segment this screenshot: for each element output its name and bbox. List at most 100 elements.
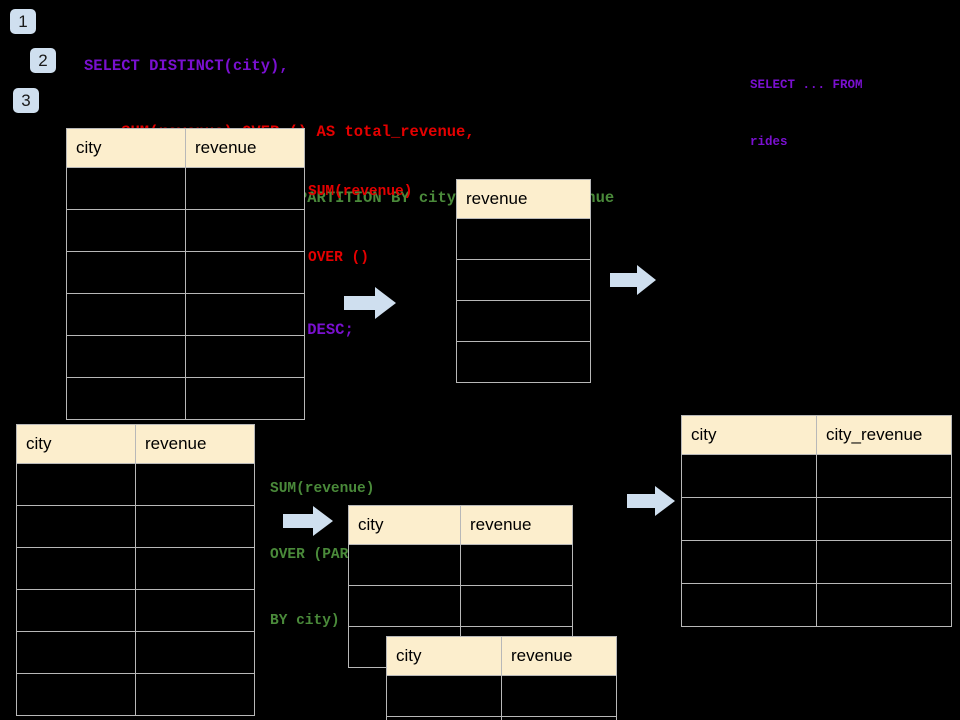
table-header-row: city city_revenue [681, 415, 952, 455]
table-cell [460, 585, 573, 627]
table-cell [135, 505, 255, 548]
table-header-row: city revenue [386, 636, 617, 676]
table-cell [66, 377, 186, 420]
table-row [16, 505, 255, 548]
column-header-city: city [681, 415, 817, 455]
table-row [456, 341, 591, 383]
table-row [16, 589, 255, 632]
table-cell [681, 583, 817, 627]
table-cell [16, 547, 136, 590]
table-cell [386, 716, 502, 720]
table-row [16, 673, 255, 716]
annotation-sum-over-empty: SUM(revenue) OVER () [308, 137, 412, 313]
table-row [456, 259, 591, 301]
table-row [66, 167, 305, 210]
column-header-city: city [386, 636, 502, 676]
rides-source-table-top: city revenue [66, 128, 305, 420]
table-cell [816, 497, 952, 541]
table-row [16, 463, 255, 506]
table-row [348, 585, 573, 627]
table-cell [456, 218, 591, 260]
column-header-city: city [348, 505, 461, 545]
table-cell [66, 167, 186, 210]
table-row [456, 218, 591, 260]
table-row [681, 540, 952, 584]
table-row [66, 293, 305, 336]
step-badge-1: 1 [10, 9, 36, 34]
arrow-total-to-result [610, 265, 656, 295]
arrow-partition-to-result [627, 486, 675, 516]
table-cell [185, 209, 305, 252]
annotation-partition-line-3: BY city) [270, 613, 340, 629]
table-row [681, 583, 952, 627]
annotation-partition-line-1: SUM(revenue) [270, 481, 375, 497]
table-cell [16, 631, 136, 674]
table-cell [816, 583, 952, 627]
table-cell [348, 544, 461, 586]
side-note-line-2: rides [750, 135, 788, 149]
table-cell [135, 631, 255, 674]
table-cell [681, 454, 817, 498]
step-badge-2: 2 [30, 48, 56, 73]
table-cell [135, 589, 255, 632]
side-note-line-1: SELECT ... FROM [750, 78, 863, 92]
table-cell [681, 540, 817, 584]
table-cell [816, 540, 952, 584]
annotation-total-line-2: OVER () [308, 250, 369, 266]
column-header-city: city [66, 128, 186, 168]
table-cell [456, 300, 591, 342]
step-badge-3: 3 [13, 88, 39, 113]
table-cell [185, 377, 305, 420]
table-row [456, 300, 591, 342]
table-cell [456, 259, 591, 301]
table-cell [185, 293, 305, 336]
table-cell [816, 454, 952, 498]
partition-group-table-front: city revenue [386, 636, 617, 720]
annotation-total-line-1: SUM(revenue) [308, 184, 413, 200]
column-header-revenue: revenue [460, 505, 573, 545]
table-header-row: city revenue [66, 128, 305, 168]
table-cell [135, 463, 255, 506]
annotation-sum-over-partition: SUM(revenue) OVER (PARTITION BY city) [270, 434, 401, 676]
table-row [681, 454, 952, 498]
table-cell [501, 675, 617, 717]
table-header-row: city revenue [348, 505, 573, 545]
table-cell [185, 251, 305, 294]
table-header-row: revenue [456, 179, 591, 219]
table-cell [66, 335, 186, 378]
table-cell [460, 544, 573, 586]
table-row [681, 497, 952, 541]
column-header-revenue: revenue [135, 424, 255, 464]
table-row [16, 631, 255, 674]
table-row [66, 377, 305, 420]
table-row [66, 209, 305, 252]
column-header-city: city [16, 424, 136, 464]
table-cell [185, 335, 305, 378]
table-row [16, 547, 255, 590]
column-header-revenue: revenue [185, 128, 305, 168]
side-note-select-from: SELECT ... FROM rides [750, 38, 863, 190]
table-header-row: city revenue [16, 424, 255, 464]
table-cell [66, 209, 186, 252]
table-cell [16, 673, 136, 716]
rides-source-table-bottom: city revenue [16, 424, 255, 716]
table-cell [135, 673, 255, 716]
arrow-source-to-total [344, 287, 396, 319]
table-row [348, 544, 573, 586]
column-header-revenue: revenue [456, 179, 591, 219]
table-cell [16, 463, 136, 506]
total-revenue-table: revenue [456, 179, 591, 383]
table-cell [501, 716, 617, 720]
arrow-source-to-partition [283, 506, 333, 536]
table-cell [66, 293, 186, 336]
table-cell [16, 589, 136, 632]
table-cell [66, 251, 186, 294]
column-header-revenue: revenue [501, 636, 617, 676]
column-header-city-revenue: city_revenue [816, 415, 952, 455]
table-row [66, 335, 305, 378]
final-result-table: city city_revenue [681, 415, 952, 627]
table-cell [185, 167, 305, 210]
table-cell [681, 497, 817, 541]
table-cell [135, 547, 255, 590]
